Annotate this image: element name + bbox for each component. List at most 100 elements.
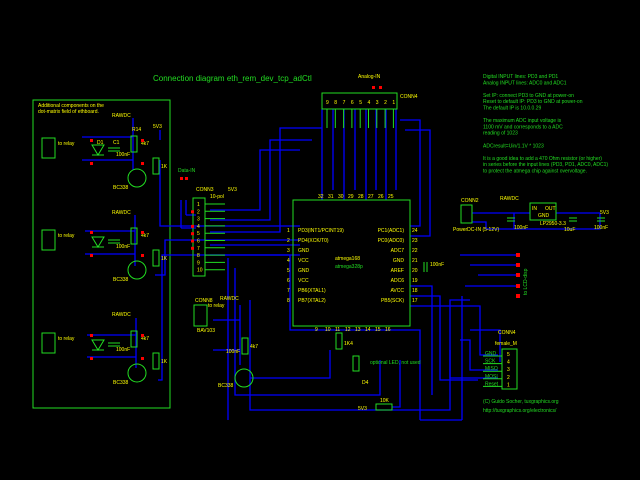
data-in-label: Data-IN	[178, 168, 196, 174]
transistor-icon	[127, 260, 147, 280]
junction	[191, 224, 194, 228]
junction	[90, 162, 93, 165]
chip-pin-number: 20	[412, 268, 418, 274]
r-led: 1K4	[344, 341, 353, 347]
relay1-diode: D1	[97, 140, 104, 146]
isp-pin-number: 1	[507, 382, 510, 388]
conn3-pol: 10-pol	[210, 194, 224, 200]
conn3-pin-number: 2	[197, 209, 200, 215]
resistor-icon	[152, 157, 160, 175]
chip-pin-number: 24	[412, 228, 418, 234]
resistor-icon	[152, 352, 160, 370]
aref-cap: 100nF	[430, 262, 444, 268]
diagram-title: Connection diagram eth_rem_dev_tcp_adCtl	[153, 74, 312, 83]
note-line: in series before the input lines (PD3, P…	[483, 162, 608, 168]
relay-rpull: 1K	[161, 256, 168, 262]
relay-conn-label: to relay	[58, 141, 75, 147]
junction	[141, 162, 144, 165]
junction	[90, 357, 93, 360]
conn4-pin-number: 7	[343, 100, 346, 106]
note-line: reading of 1023	[483, 131, 518, 137]
note-line: Set IP: connect PD3 to GND at power-on	[483, 93, 574, 99]
junction	[90, 139, 93, 142]
power-rawdc: RAWDC	[500, 196, 519, 202]
conn3-pin-number: 10	[197, 268, 203, 274]
chip-pin-label: AVCC	[390, 288, 404, 294]
chip-pin-number: 6	[287, 278, 290, 284]
conn4-box	[321, 92, 398, 110]
chip-pin-number: 18	[412, 288, 418, 294]
transistor-icon	[127, 168, 147, 188]
relay4-cap: 100nF	[226, 349, 240, 355]
wires	[82, 109, 601, 421]
relay4-rawdc: RAWDC	[220, 296, 239, 302]
chip-pin-label: PB7(XTAL2)	[298, 298, 326, 304]
conn4-pin-number: 2	[384, 100, 387, 106]
isp-signal-label: MOSI	[485, 374, 498, 380]
conn3-pin-number: 5	[197, 231, 200, 237]
conn4-pin-number: 8	[334, 100, 337, 106]
relay-transistor: BC338	[113, 380, 129, 386]
junction	[191, 239, 194, 243]
resistor-icon	[130, 227, 138, 245]
chip-pin-label: GND	[393, 258, 405, 264]
note-line: Analog INPUT lines: ADC0 and ADC1	[483, 80, 567, 86]
conn4-pin-number: 1	[392, 100, 395, 106]
relay1-supply: 5V3	[153, 124, 162, 130]
chip-pin-label: VCC	[298, 258, 309, 264]
relay-transistor: BC338	[113, 185, 129, 191]
chip-pin-number: 26	[378, 194, 384, 200]
conn4-pin-number: 9	[326, 100, 329, 106]
chip-pin-number: 10	[325, 327, 331, 333]
conn3-pin-number: 6	[197, 239, 200, 245]
junction	[141, 334, 144, 337]
data-in-supply: 5V3	[228, 187, 237, 193]
chip-pin-number: 23	[412, 238, 418, 244]
relay-rpull: 1K	[161, 164, 168, 170]
isp-signal-label: GND	[485, 351, 497, 357]
junction	[90, 231, 93, 234]
isp-pin-number: 2	[507, 375, 510, 381]
conn3-pin-number: 4	[197, 224, 200, 230]
chip-pin-label: PC1(ADC1)	[378, 228, 405, 234]
junction	[191, 210, 194, 214]
note-line: The default IP is 10.0.0.29	[483, 106, 542, 112]
chip-pin-number: 19	[412, 278, 418, 284]
chip-pin-number: 17	[412, 298, 418, 304]
power-c3: 100nF	[594, 225, 608, 231]
note-line: to protect the atmega chip against overv…	[483, 169, 587, 175]
junction	[141, 231, 144, 234]
left-box-note-1: Additional components on the	[38, 103, 104, 109]
isp-connector	[501, 348, 518, 390]
chip-pin-number: 5	[287, 268, 290, 274]
chip-pin-label: AREF	[391, 268, 404, 274]
junction	[141, 139, 144, 142]
relay-conn-label: to relay	[58, 336, 75, 342]
relay-rawdc: RAWDC	[112, 210, 131, 216]
conn3-pin-number: 9	[197, 260, 200, 266]
relay1-cap-name: C1	[113, 140, 120, 146]
junction	[141, 254, 144, 257]
relay-rbase: 4k7	[141, 141, 149, 147]
note-line: It is a good idea to add a 470 Ohm resis…	[483, 156, 602, 162]
conn4-pin-number: 6	[351, 100, 354, 106]
relay-connector	[41, 332, 56, 354]
chip-pin-number: 12	[345, 327, 351, 333]
junction	[191, 246, 194, 250]
relay-rbase: 4k7	[141, 336, 149, 342]
lcd-pin	[516, 273, 520, 277]
chip-pin-label: GND	[298, 248, 310, 254]
relay1-rname: R14	[132, 127, 141, 133]
capacitor-icon	[108, 147, 120, 152]
capacitor-icon	[108, 342, 120, 347]
isp-pin-number: 4	[507, 360, 510, 366]
chip-pin-number: 32	[318, 194, 324, 200]
chip-pin-label: PD3(INT1/PCINT19)	[298, 228, 344, 234]
junction	[141, 357, 144, 360]
conn3-pin-number: 1	[197, 202, 200, 208]
diode-icon	[91, 236, 105, 248]
chip-pin-number: 30	[338, 194, 344, 200]
